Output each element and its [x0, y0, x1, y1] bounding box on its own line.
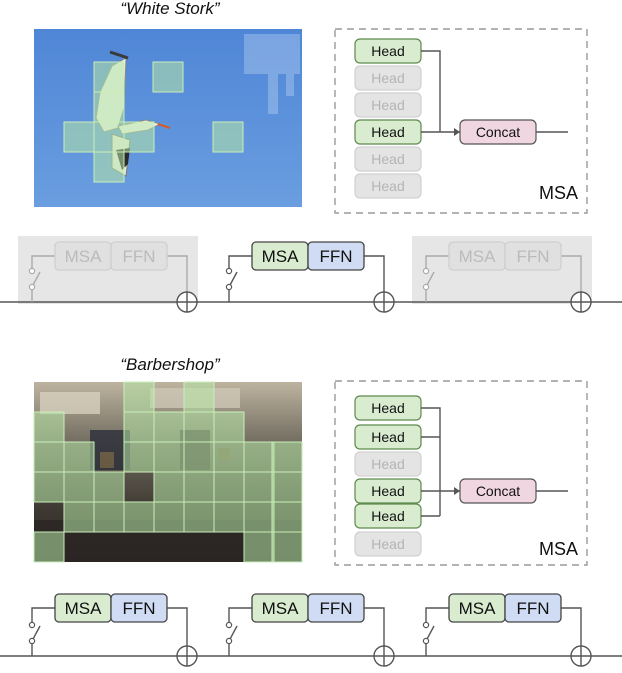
msa-block-label: MSA: [262, 599, 300, 618]
attention-patches: [33, 381, 303, 563]
head-connector: [421, 50, 460, 133]
ffn-block-label: FFN: [122, 247, 155, 266]
layer-3-inactive: MSA FFN: [422, 241, 592, 313]
head-2: Head: [354, 424, 422, 450]
layer-row-2: MSA FFN MSA FFN: [0, 593, 622, 667]
ffn-block: [307, 241, 365, 271]
head-label: Head: [371, 124, 404, 140]
panel-white-stork: “White Stork”: [0, 0, 622, 313]
image-white-stork: [34, 29, 302, 207]
head-label: Head: [371, 70, 404, 86]
msa-block-label: MSA: [65, 599, 103, 618]
head-4: Head: [354, 478, 422, 504]
layer-2-active: MSA FFN: [225, 593, 395, 667]
arrow-head: [454, 128, 460, 136]
caption-white-stork: “White Stork”: [120, 0, 221, 18]
head-label: Head: [371, 429, 404, 445]
head-4: Head: [354, 119, 422, 145]
head-label: Head: [371, 483, 404, 499]
head-label: Head: [371, 43, 404, 59]
concat-node: Concat: [459, 119, 537, 145]
head-label: Head: [371, 178, 404, 194]
ffn-block: [504, 593, 562, 623]
ffn-block: [504, 241, 562, 271]
msa-box-label: MSA: [539, 539, 578, 559]
concat-node: Concat: [459, 478, 537, 504]
msa-block-label: MSA: [262, 247, 300, 266]
head-label: Head: [371, 151, 404, 167]
head-6: Head: [354, 531, 422, 557]
sky-background: [34, 29, 302, 207]
head-1: Head: [354, 38, 422, 64]
layer-1-inactive: MSA FFN: [28, 241, 198, 313]
ffn-block: [110, 241, 168, 271]
head-3: Head: [354, 92, 422, 118]
head-2: Head: [354, 65, 422, 91]
layer-2-active: MSA FFN: [225, 241, 395, 313]
ffn-block-label: FFN: [319, 599, 352, 618]
ffn-block-label: FFN: [516, 247, 549, 266]
head-label: Head: [371, 508, 404, 524]
head-6: Head: [354, 173, 422, 199]
concat-label: Concat: [476, 483, 520, 499]
image-texture: [244, 34, 300, 114]
layer-1-active: MSA FFN: [28, 593, 198, 667]
head-3: Head: [354, 451, 422, 477]
head-connector: [421, 407, 460, 517]
attention-patches: [63, 61, 244, 183]
head-label: Head: [371, 536, 404, 552]
msa-detail-box: MSA Head Head Head Head Head Head Concat: [334, 28, 588, 214]
head-5: Head: [354, 146, 422, 172]
ffn-block: [110, 593, 168, 623]
head-1: Head: [354, 395, 422, 421]
head-5: Head: [354, 503, 422, 529]
head-label: Head: [371, 97, 404, 113]
msa-block-label: MSA: [459, 599, 497, 618]
head-label: Head: [371, 456, 404, 472]
ffn-block: [307, 593, 365, 623]
image-barbershop: [33, 381, 303, 563]
caption-barbershop: “Barbershop”: [120, 355, 221, 374]
ffn-block-label: FFN: [319, 247, 352, 266]
msa-dashed-border: [334, 380, 588, 566]
panel-barbershop: “Barbershop”: [0, 355, 622, 667]
ffn-block-label: FFN: [516, 599, 549, 618]
layer-3-active: MSA FFN: [422, 593, 592, 667]
concat-label: Concat: [476, 124, 520, 140]
ffn-block-label: FFN: [122, 599, 155, 618]
msa-box-label: MSA: [539, 183, 578, 203]
layer-row-1: MSA FFN MSA FFN: [0, 236, 622, 313]
msa-block-label: MSA: [459, 247, 497, 266]
head-label: Head: [371, 400, 404, 416]
arrow-head: [454, 487, 460, 495]
msa-dashed-border: [334, 28, 588, 214]
msa-detail-box: MSA Head Head Head Head Head Head Concat: [334, 380, 588, 566]
msa-block-label: MSA: [65, 247, 103, 266]
